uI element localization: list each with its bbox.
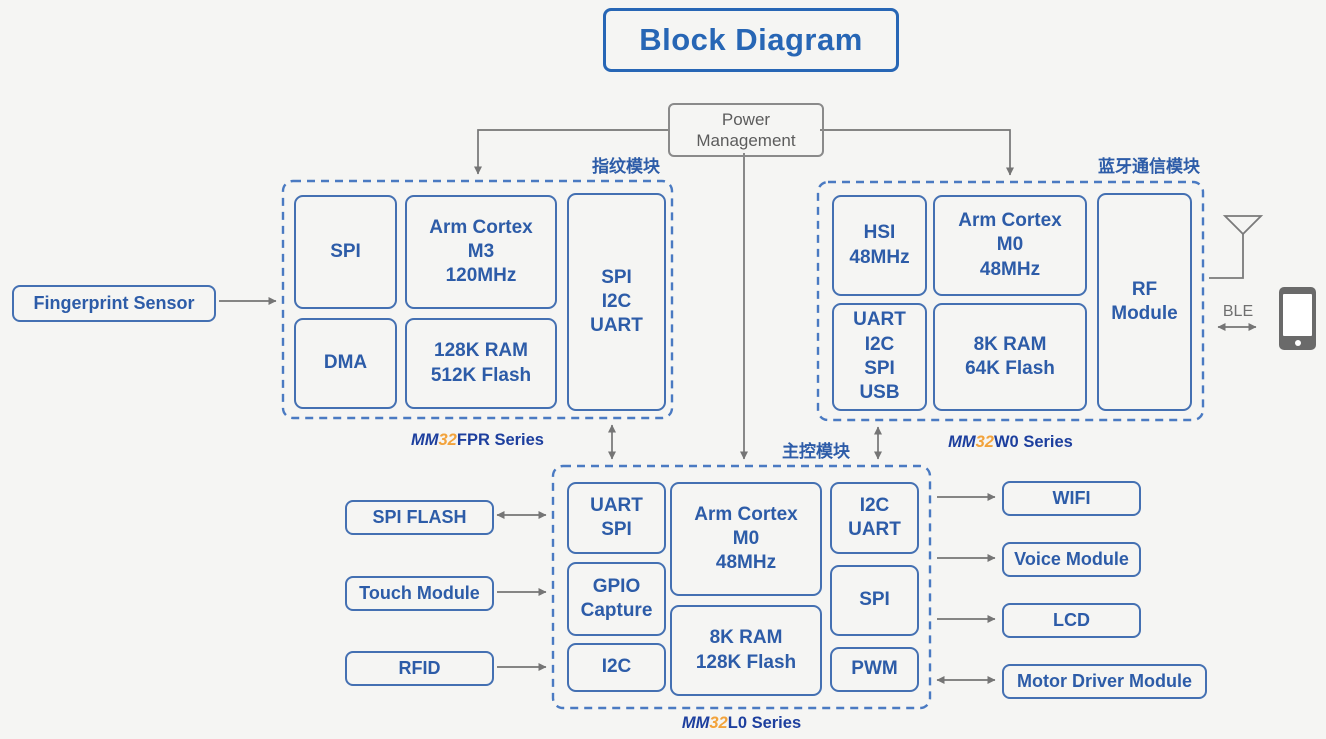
w0-hsi-block: HSI 48MHz (832, 195, 927, 296)
w0-series-label: MM32W0 Series (818, 433, 1203, 452)
motor-driver-module-box: Motor Driver Module (1002, 664, 1207, 699)
fpr-memory-block: 128K RAM 512K Flash (405, 318, 557, 409)
l0-gpio-label: GPIO Capture (580, 575, 653, 621)
lcd-box: LCD (1002, 603, 1141, 638)
power-management-box: Power Management (668, 103, 824, 157)
fpr-dma-label: DMA (323, 352, 368, 374)
l0-pwm-block: PWM (830, 647, 919, 692)
lcd-label: LCD (1053, 610, 1090, 630)
w0-rf-module-block: RF Module (1097, 193, 1192, 411)
smartphone-icon (1279, 287, 1316, 350)
touch-module-box: Touch Module (345, 576, 494, 611)
ble-label: BLE (1222, 303, 1254, 320)
l0-spi-block: SPI (830, 565, 919, 636)
w0-series-mm: MM (948, 433, 976, 451)
l0-cpu-label: Arm Cortex M0 48MHz (694, 503, 798, 574)
w0-series-rest: W0 Series (993, 433, 1073, 451)
l0-pwm-label: PWM (851, 658, 898, 680)
smartphone-home-button (1294, 340, 1301, 346)
l0-series-label: MM32L0 Series (553, 714, 930, 733)
w0-memory-label: 8K RAM 64K Flash (965, 333, 1055, 379)
power-management-label: Power Management (696, 109, 796, 150)
l0-cpu-block: Arm Cortex M0 48MHz (670, 482, 822, 596)
l0-i2c-block: I2C (567, 643, 666, 692)
diagram-title: Block Diagram (603, 8, 899, 72)
l0-memory-block: 8K RAM 128K Flash (670, 605, 822, 696)
l0-memory-label: 8K RAM 128K Flash (695, 627, 797, 673)
fpr-cpu-label: Arm Cortex M3 120MHz (429, 216, 533, 287)
fpr-memory-label: 128K RAM 512K Flash (430, 340, 532, 386)
l0-spi-label: SPI (859, 589, 890, 611)
diagram-title-text: Block Diagram (639, 22, 863, 57)
main-module-tag: 主控模块 (782, 442, 850, 461)
l0-i2c-label: I2C (601, 656, 632, 678)
w0-peripherals-label: UART I2C SPI USB (853, 309, 906, 404)
smartphone-screen (1283, 294, 1312, 336)
w0-memory-block: 8K RAM 64K Flash (933, 303, 1087, 411)
l0-i2c-uart-block: I2C UART (830, 482, 919, 554)
l0-gpio-block: GPIO Capture (567, 562, 666, 636)
bluetooth-module-tag: 蓝牙通信模块 (1098, 157, 1200, 176)
l0-i2c-uart-label: I2C UART (848, 494, 901, 540)
motor-driver-module-label: Motor Driver Module (1016, 671, 1192, 691)
fpr-series-num: 32 (438, 431, 457, 449)
fpr-series-mm: MM (411, 431, 439, 449)
w0-peripherals-block: UART I2C SPI USB (832, 303, 927, 411)
fpr-series-label: MM32FPR Series (283, 431, 672, 450)
w0-cpu-block: Arm Cortex M0 48MHz (933, 195, 1087, 296)
fingerprint-sensor-box: Fingerprint Sensor (12, 285, 216, 322)
wifi-box: WIFI (1002, 481, 1141, 516)
touch-module-label: Touch Module (359, 583, 480, 603)
spi-flash-label: SPI FLASH (372, 507, 467, 527)
w0-cpu-label: Arm Cortex M0 48MHz (958, 210, 1062, 280)
l0-uart-spi-block: UART SPI (567, 482, 666, 554)
l0-series-mm: MM (681, 714, 710, 732)
voice-module-box: Voice Module (1002, 542, 1141, 577)
fpr-peripherals-label: SPI I2C UART (590, 266, 643, 337)
fpr-series-rest: FPR Series (456, 431, 544, 449)
module-dashed-borders (281, 179, 1205, 710)
fpr-cpu-block: Arm Cortex M3 120MHz (405, 195, 557, 309)
wifi-label: WIFI (1052, 488, 1091, 508)
fpr-spi-block: SPI (294, 195, 397, 309)
w0-series-num: 32 (975, 433, 994, 451)
bluetooth-module-border (816, 180, 1205, 422)
l0-series-rest: L0 Series (727, 714, 802, 732)
fingerprint-module-tag: 指纹模块 (592, 157, 660, 176)
arrow-power-to-bluetooth (820, 129, 1014, 176)
l0-series-num: 32 (709, 714, 728, 732)
main-module-border (551, 464, 932, 710)
rfid-box: RFID (345, 651, 494, 686)
w0-rf-module-label: RF Module (1111, 278, 1178, 324)
fpr-spi-label: SPI (330, 240, 361, 262)
l0-uart-spi-label: UART SPI (590, 494, 643, 540)
fingerprint-sensor-label: Fingerprint Sensor (33, 293, 195, 313)
fpr-dma-block: DMA (294, 318, 397, 409)
antenna-icon (1209, 215, 1264, 279)
voice-module-label: Voice Module (1014, 549, 1129, 569)
fingerprint-module-border (281, 179, 674, 420)
fpr-peripherals-block: SPI I2C UART (567, 193, 666, 411)
rfid-label: RFID (398, 658, 441, 678)
arrow-power-to-fingerprint (474, 129, 668, 175)
spi-flash-box: SPI FLASH (345, 500, 494, 535)
w0-hsi-label: HSI 48MHz (849, 222, 910, 268)
